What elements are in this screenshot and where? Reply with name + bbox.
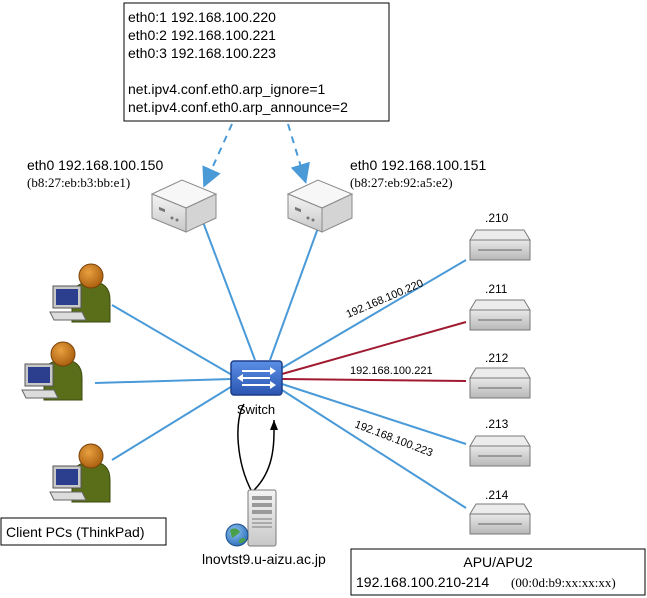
client-pc-2 xyxy=(21,341,83,401)
web-server-label: lnovtst9.u-aizu.ac.jp xyxy=(202,551,326,567)
link-client1-switch xyxy=(111,304,233,376)
config-box: eth0:1 192.168.100.220 eth0:2 192.168.10… xyxy=(123,2,390,122)
link-label-vip2: 192.168.100.221 xyxy=(350,365,433,377)
web-server-switch-arrow xyxy=(237,403,275,493)
client-pc-3 xyxy=(49,443,111,503)
config-line-2: eth0:2 192.168.100.221 xyxy=(128,27,276,43)
server-1-label: eth0 192.168.100.150 xyxy=(27,157,163,173)
links xyxy=(94,221,467,509)
apu-box-mac: (00:0d:b9:xx:xx:xx) xyxy=(511,575,616,590)
config-line-arp-ignore: net.ipv4.conf.eth0.arp_ignore=1 xyxy=(128,81,326,97)
apu-211: .211 xyxy=(469,282,531,331)
switch-arrows-icon xyxy=(237,367,276,389)
link-switch-apu210 xyxy=(281,259,467,369)
link-server1-switch xyxy=(202,221,256,361)
server-1-icon xyxy=(150,179,218,233)
server-1: eth0 192.168.100.150 (b8:27:eb:b3:bb:e1) xyxy=(27,157,218,233)
apu-box-range: 192.168.100.210-214 xyxy=(356,574,489,590)
link-label-vip1: 192.168.100.220 xyxy=(344,277,425,320)
apu-214: .214 xyxy=(469,488,531,535)
apu-214-label: .214 xyxy=(485,488,509,502)
apu-212-icon xyxy=(469,367,531,399)
link-server2-switch xyxy=(269,227,319,361)
apu-213-icon xyxy=(469,435,531,467)
server-1-mac: (b8:27:eb:b3:bb:e1) xyxy=(27,175,130,190)
server-2: eth0 192.168.100.151 (b8:27:eb:92:a5:e2) xyxy=(286,157,486,233)
link-switch-apu213 xyxy=(281,383,467,445)
config-line-3: eth0:3 192.168.100.223 xyxy=(128,45,276,61)
apu-box-title: APU/APU2 xyxy=(463,554,532,570)
server-2-mac: (b8:27:eb:92:a5:e2) xyxy=(350,175,453,190)
switch-label: Switch xyxy=(237,402,275,417)
apu-212: .212 xyxy=(469,351,531,399)
link-label-vip3: 192.168.100.223 xyxy=(353,419,434,460)
apu-210: .210 xyxy=(469,211,531,261)
apu-213-label: .213 xyxy=(485,417,509,431)
client-box-label: Client PCs (ThinkPad) xyxy=(6,524,145,540)
web-server: lnovtst9.u-aizu.ac.jp xyxy=(202,489,326,567)
switch: Switch xyxy=(230,360,283,417)
apu-213: .213 xyxy=(469,417,531,467)
apu-211-label: .211 xyxy=(485,282,508,296)
client-pc-3-icon xyxy=(49,443,111,503)
apu-210-icon xyxy=(469,229,531,261)
client-pc-1 xyxy=(49,263,111,323)
apu-210-label: .210 xyxy=(485,211,509,225)
link-switch-apu212 xyxy=(281,378,467,382)
server-2-label: eth0 192.168.100.151 xyxy=(350,157,486,173)
client-pc-1-icon xyxy=(49,263,111,323)
apu-214-icon xyxy=(469,503,531,535)
client-box: Client PCs (ThinkPad) xyxy=(0,517,167,546)
globe-icon xyxy=(225,523,249,547)
server-2-icon xyxy=(286,179,354,233)
link-switch-apu211 xyxy=(281,321,467,375)
link-switch-apu214 xyxy=(281,389,467,509)
config-line-arp-announce: net.ipv4.conf.eth0.arp_announce=2 xyxy=(128,99,348,115)
web-server-icon xyxy=(225,489,277,547)
link-client3-switch xyxy=(111,384,235,461)
dashed-arrow-server1 xyxy=(202,123,233,188)
dashed-arrow-server2 xyxy=(287,123,310,184)
apu-212-label: .212 xyxy=(485,351,509,365)
link-client2-switch xyxy=(94,378,233,384)
web-server-switch-arrowhead xyxy=(270,420,278,430)
client-pc-2-icon xyxy=(21,341,83,401)
apu-box: APU/APU2 192.168.100.210-214 (00:0d:b9:x… xyxy=(350,548,646,596)
config-line-1: eth0:1 192.168.100.220 xyxy=(128,9,276,25)
apu-211-icon xyxy=(469,299,531,331)
